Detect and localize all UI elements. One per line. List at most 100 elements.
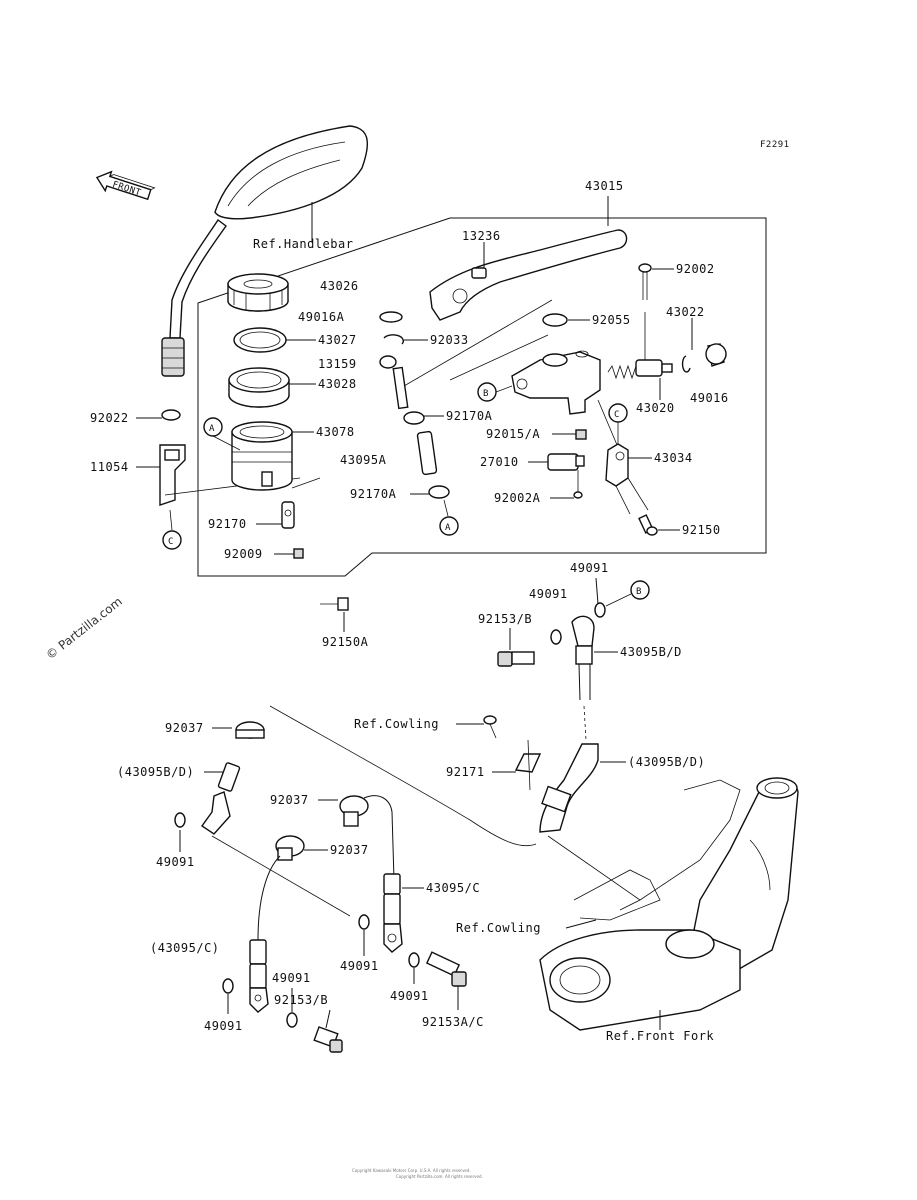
watermark: © Partzilla.com [43,594,125,662]
hose-43095c [383,873,403,953]
screw-92002-top [638,263,652,300]
callout-92153b-bot: 92153/B [274,993,328,1007]
hose-43095bd-right [539,743,599,833]
callout-92150a: 92150A [322,635,369,649]
callout-ref-handlebar: Ref.Handlebar [253,237,353,251]
callout-49091-c: 49091 [156,855,195,869]
callout-49091-d: 49091 [340,959,379,973]
callout-13236: 13236 [462,229,501,243]
circlip-49016 [681,355,691,373]
assembly-outline [197,217,767,577]
callout-43015: 43015 [585,179,624,193]
hose-43095a [416,430,438,476]
callout-92037-a: 92037 [165,721,204,735]
callout-43095bd-paren-right: (43095B/D) [628,755,705,769]
reservoir-cap-43026 [227,273,289,312]
callout-92170a-bot: 92170A [350,487,397,501]
callout-43027: 43027 [318,333,357,347]
screw-92002a [573,470,583,499]
callout-49016a: 49016A [298,310,345,324]
clamp-92170a-lower [428,485,450,499]
callout-ref-cowling-2: Ref.Cowling [456,921,541,935]
washer-49091-c [174,812,186,828]
washer-92022 [161,409,181,421]
washer-49016a [379,311,403,323]
master-cylinder-body [511,350,601,415]
reservoir-43078 [231,421,293,491]
banjo-bolt-92153b-bot [313,1026,343,1053]
brake-lever-43015 [429,229,628,321]
callout-92002-top: 92002 [676,262,715,276]
footer-line-1: Copyright Kawasaki Motors Corp. U.S.A. A… [352,1168,471,1173]
clamp-92037-c [275,835,305,861]
callout-ref-front-fork: Ref.Front Fork [606,1029,714,1043]
callout-43095c-paren: (43095/C) [150,941,220,955]
bolt-92150 [638,514,658,536]
callout-49091-e: 49091 [204,1019,243,1033]
diaphragm-43028 [228,367,290,408]
callout-43095a: 43095A [340,453,387,467]
piston-assy-43020 [607,359,673,380]
clamp-92037-b [339,795,369,827]
callout-92171: 92171 [446,765,485,779]
banjo-bolt-92153b-top [497,651,535,667]
nut-92009 [293,548,304,559]
callout-92009: 92009 [224,547,263,561]
banjo-bolt-92153ac [425,951,467,987]
oring-92055 [542,313,568,327]
washer-49091-f [286,1012,298,1028]
clamp-92037-a [235,721,265,739]
switch-27010 [547,453,585,471]
callout-43028: 43028 [318,377,357,391]
callout-49091-b: 49091 [529,587,568,601]
nut-92015a [575,429,587,440]
callout-27010: 27010 [480,455,519,469]
callout-92033: 92033 [430,333,469,347]
callout-43095bd: 43095B/D [620,645,682,659]
cup-43022 [705,343,727,367]
callout-49091-f: 49091 [272,971,311,985]
callout-92055: 92055 [592,313,631,327]
callout-92022: 92022 [90,411,129,425]
clamp-92170 [281,501,295,529]
hose-43095bd-left [201,762,241,835]
bolt-92150a [320,597,349,611]
washer-49091-a [594,602,606,618]
callout-43095bd-paren-left: (43095B/D) [117,765,194,779]
marker-c-left [162,530,182,550]
callout-43020: 43020 [636,401,675,415]
callout-49016: 49016 [690,391,729,405]
circlip-92033 [383,334,404,345]
callout-11054: 11054 [90,460,129,474]
clamp-92170a-upper [403,411,425,425]
marker-c-left-label: C [168,537,174,547]
callout-92037-b: 92037 [270,793,309,807]
callout-43034: 43034 [654,451,693,465]
washer-49091-b [550,629,562,645]
callout-92153b-top: 92153/B [478,612,532,626]
footer-line-2: Copyright Partzilla.com. All rights rese… [396,1174,483,1179]
callout-92170: 92170 [208,517,247,531]
callout-49091-g: 49091 [390,989,429,1003]
callout-43026: 43026 [320,279,359,293]
callout-92153ac: 92153A/C [422,1015,484,1029]
callout-13159: 13159 [318,357,357,371]
marker-b-body-label: B [483,389,489,399]
callout-92170a-top: 92170A [446,409,493,423]
marker-c-right-label: C [614,410,620,420]
hose-43095bd [571,615,595,701]
marker-a-mid-label: A [445,523,451,533]
callout-43078: 43078 [316,425,355,439]
clamp-92171 [514,739,542,791]
washer-49091-e [222,978,234,994]
holder-43034 [605,443,629,487]
screw-cowling [483,715,497,739]
mirror-part [161,125,369,377]
front-arrow-icon: FRONT [95,170,156,201]
front-fork-assembly [539,777,799,1031]
marker-a-mid [439,516,459,536]
figure-id: F2291 [760,140,790,150]
callout-92015a: 92015/A [486,427,540,441]
marker-a-left-label: A [209,424,215,434]
